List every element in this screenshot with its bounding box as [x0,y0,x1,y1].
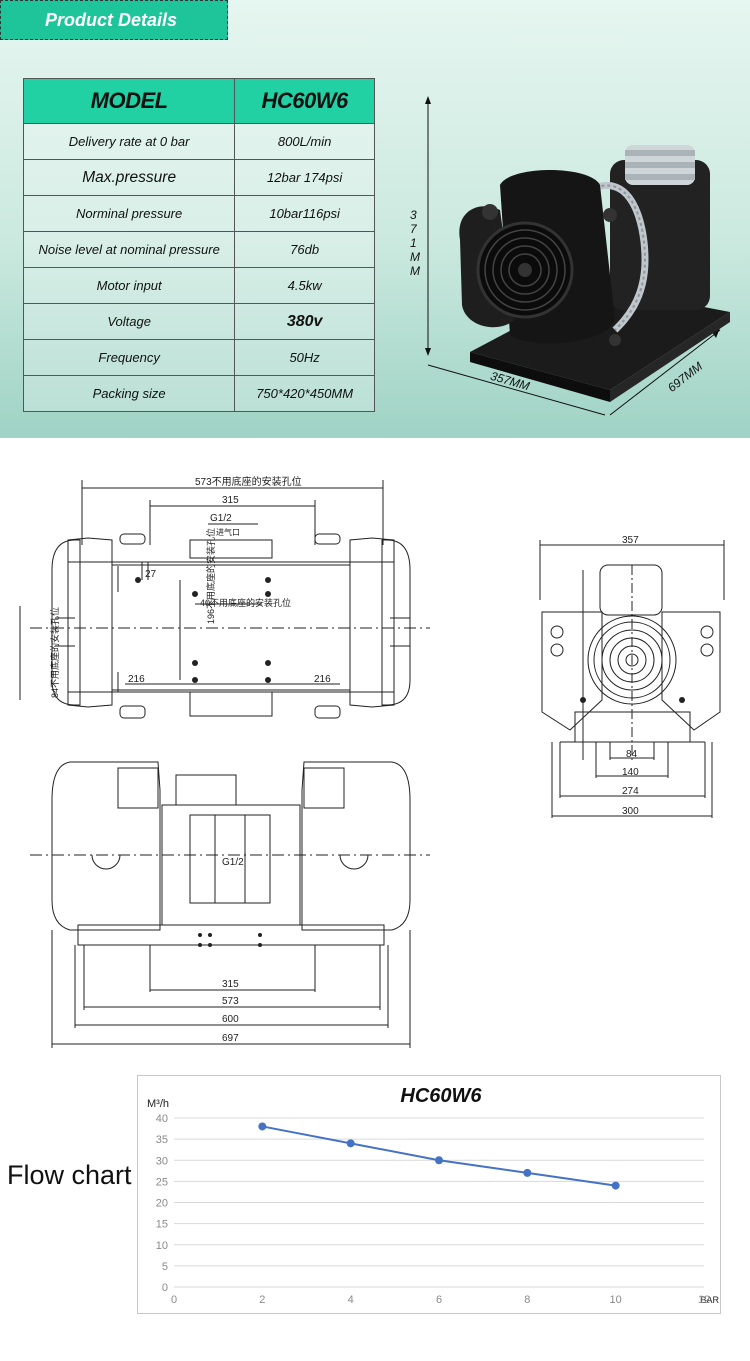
x-tick-label: 8 [524,1294,530,1306]
spec-label: Noise level at nominal pressure [22,231,236,268]
spec-value: 12bar 174psi [234,159,375,196]
front-port: G1/2 [222,857,244,868]
x-axis-unit: BAR [700,1295,719,1305]
model-label: MODEL [22,78,236,124]
dim-84-side: 84不用底座的安装孔位 [49,607,60,698]
spec-value: 380v [234,303,375,340]
dim-inlet: G1/2 [210,513,232,524]
x-tick-label: 2 [259,1294,265,1306]
y-tick-label: 0 [162,1282,168,1294]
chart-title: HC60W6 [400,1085,482,1107]
spec-header-row: MODEL HC60W6 [22,78,375,124]
spec-label: Motor input [22,267,236,304]
spec-value: 4.5kw [234,267,375,304]
spec-label: Delivery rate at 0 bar [22,123,236,160]
data-point [258,1122,267,1131]
spec-section: Product Details MODEL HC60W6 Delivery ra… [0,0,750,438]
x-tick-label: 0 [171,1294,177,1306]
product-details-tag: Product Details [0,0,228,40]
product-photo [425,96,730,416]
model-value: HC60W6 [234,78,375,124]
data-point [346,1139,355,1148]
dim-40: 40不用底座的安装孔位 [200,597,291,608]
x-tick-label: 10 [610,1294,622,1306]
spec-value: 50Hz [234,339,375,376]
dim-196: 196不用底座的安装孔位 [205,528,216,624]
product-details-label: Product Details [45,9,178,30]
dim-315-front: 315 [222,979,239,990]
dim-300: 300 [622,806,639,817]
spec-value: 800L/min [234,123,375,160]
spec-value: 750*420*450MM [234,375,375,412]
dim-573-front: 573 [222,996,239,1007]
dim-84: 84 [626,749,638,760]
technical-drawing: 573不用底座的安装孔位 315 G1/2 进气口 27 40不用底座的安装孔位… [19,475,725,1048]
x-tick-label: 12 [698,1294,710,1306]
dim-600-front: 600 [222,1014,239,1025]
height-dim: 371MM [410,208,420,278]
dim-140: 140 [622,767,639,778]
y-tick-label: 35 [156,1134,168,1146]
spec-label: Frequency [22,339,236,376]
dim-216-right: 216 [314,674,331,685]
dim-315-top: 315 [222,495,239,506]
dim-697-front: 697 [222,1033,239,1044]
spec-label: Max.pressure [22,159,236,196]
y-tick-label: 15 [156,1219,168,1231]
y-tick-label: 20 [156,1198,168,1210]
y-tick-label: 40 [156,1113,168,1125]
dim-573-top: 573不用底座的安装孔位 [195,475,302,488]
spec-value: 10bar116psi [234,195,375,232]
y-tick-label: 30 [156,1155,168,1167]
x-tick-label: 6 [436,1294,442,1306]
x-tick-label: 4 [348,1294,354,1306]
spec-label: Packing size [22,375,236,412]
spec-label: Norminal pressure [22,195,236,232]
data-point [523,1168,532,1177]
spec-value: 76db [234,231,375,268]
y-tick-label: 10 [156,1240,168,1252]
y-axis-unit: M³/h [147,1098,169,1110]
dim-inlet-note: 进气口 [216,527,240,537]
dim-27: 27 [145,569,157,580]
dim-216-left: 216 [128,674,145,685]
flow-chart-label: Flow chart [7,1160,132,1190]
chart-frame [137,1075,721,1314]
data-point [435,1156,443,1165]
spec-label: Voltage [22,303,236,340]
dim-357-side: 357 [622,535,639,546]
flow-chart: HC60W6 M³/h BAR 0 5 10 15 20 25 30 35 40 0 2 4 6 8 10… [137,1075,721,1314]
dim-274: 274 [622,786,639,797]
data-point [611,1181,620,1190]
y-tick-label: 25 [156,1176,168,1188]
y-tick-label: 5 [162,1261,168,1273]
